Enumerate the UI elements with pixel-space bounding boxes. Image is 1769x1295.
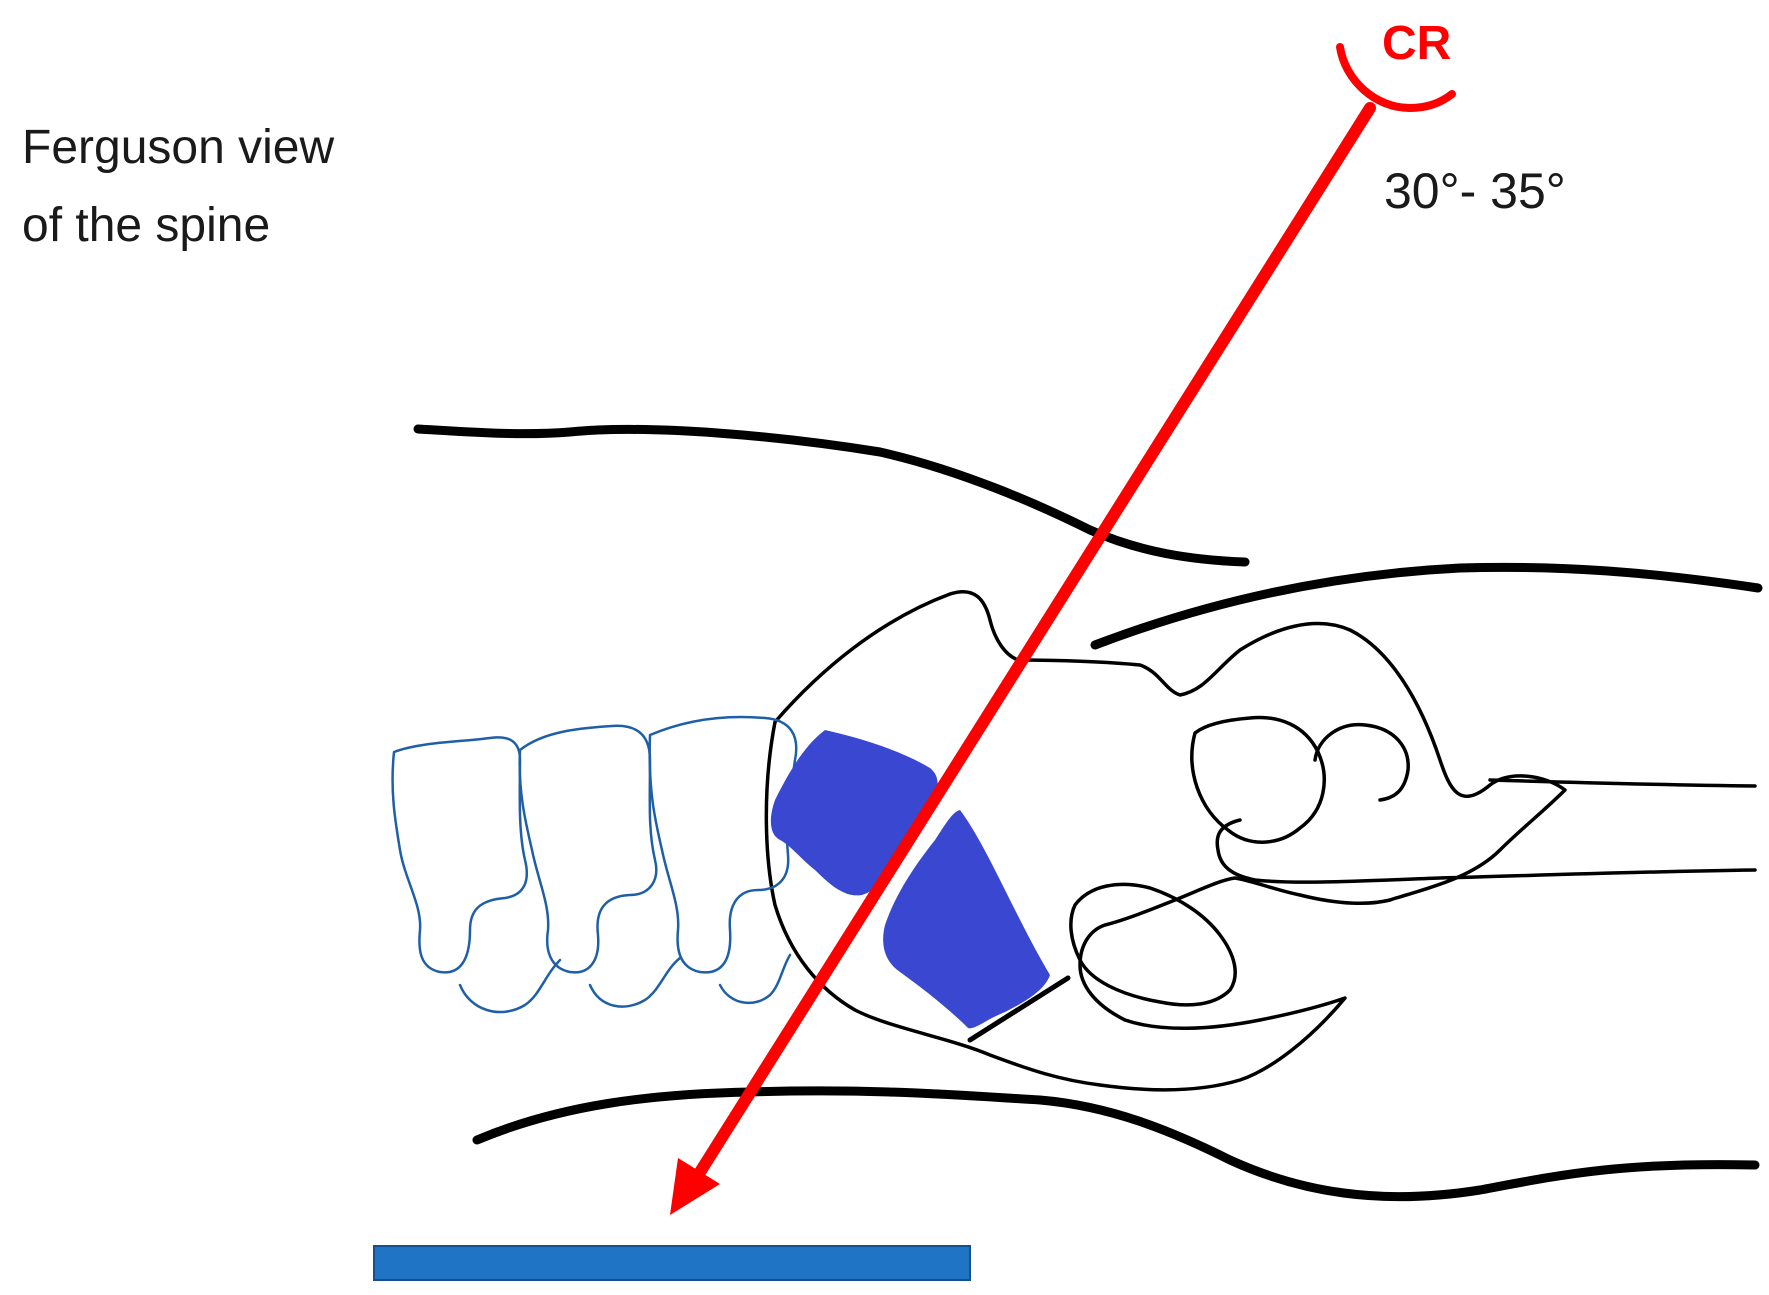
femur-shaft-lower <box>1215 818 1757 884</box>
spinous-processes <box>458 953 792 1014</box>
acetabulum-outline <box>1313 722 1410 802</box>
vertebra-l5-outline <box>648 715 798 974</box>
xray-tube-icon <box>1336 43 1456 113</box>
obturator-outline <box>1069 882 1237 1007</box>
image-receptor <box>373 1245 971 1281</box>
s1-sacrum-highlight <box>883 810 1050 1029</box>
title-line-2: of the spine <box>22 199 271 252</box>
vertebra-l4-outline <box>518 724 658 974</box>
title-line-1: Ferguson view <box>22 121 335 174</box>
angle-label: 30°- 35° <box>1384 163 1566 219</box>
thigh-upper-contour <box>1090 562 1763 650</box>
pelvis-outline <box>764 590 1567 1092</box>
femoral-head-outline <box>1190 715 1326 844</box>
lower-body-contour <box>472 1086 1760 1202</box>
vertebra-l3-outline <box>391 736 529 974</box>
femur-shaft <box>1488 778 1757 788</box>
upper-body-contour <box>413 424 1250 567</box>
central-ray-arrowhead <box>670 1158 720 1215</box>
central-ray-line <box>684 102 1376 1194</box>
sacrum-line <box>967 975 1071 1043</box>
central-ray-label: CR <box>1382 17 1452 70</box>
lumbar-vertebrae <box>391 715 798 1014</box>
